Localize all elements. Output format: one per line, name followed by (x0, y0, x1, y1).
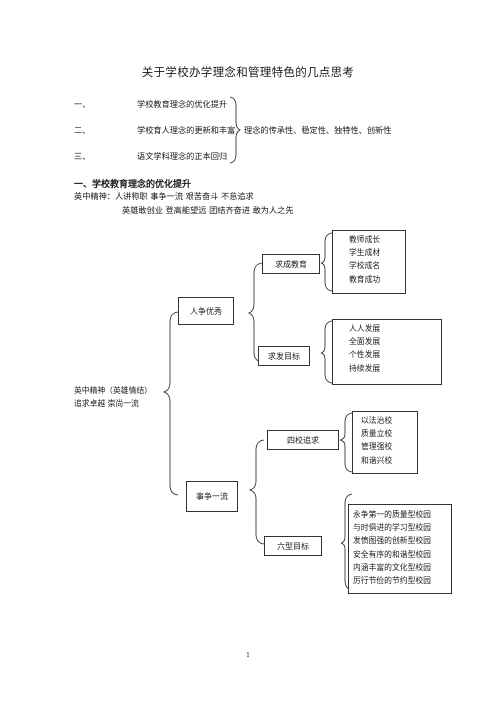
sub-box-liuxing: 六型目标 (264, 536, 322, 556)
page-number: 1 (246, 652, 250, 659)
list-item: 学生成材 (349, 248, 381, 258)
list-item: 永争第一的质量型校园 (353, 510, 431, 519)
list-box-liuxing: 永争第一的质量型校园 与时俱进的学习型校园 发愤图强的创新型校园 安全有序的和谐… (348, 504, 452, 594)
section-heading: 一、学校教育理念的优化提升 (74, 180, 192, 190)
sub-label-sixiao: 四校追求 (287, 435, 319, 445)
root-line-2: 追求卓越 崇尚一流 (74, 399, 139, 408)
list-item: 学校成名 (349, 261, 381, 271)
outline-num-1: 一、 (74, 99, 91, 109)
spirit-line-1: 英中精神：人讲称职 事争一流 艰苦奋斗 不怠追求 (74, 191, 254, 201)
sub-label-qiucheng: 求成教育 (275, 259, 307, 269)
list-item: 教育成功 (349, 274, 381, 284)
list-box-sixiao: 以法治校 质量立校 管理强校 和谐兴校 (352, 411, 418, 474)
list-box-qiufa: 人人发展 全面发展 个性发展 持续发展 (332, 319, 442, 385)
list-item: 安全有序的和谐型校园 (353, 549, 431, 559)
sub-box-qiufa: 求发目标 (258, 346, 310, 366)
branch-box-2: 事争一流 (186, 481, 238, 512)
list-item: 教师成长 (349, 235, 381, 244)
branch-box-1: 人争优秀 (178, 297, 234, 325)
list-item: 发愤图强的创新型校园 (353, 536, 431, 546)
brace-note: 理念的传承性、稳定性、独特性、创新性 (244, 125, 392, 135)
root-line-1: 英中精神（英雄情结） (74, 386, 152, 395)
list-item: 和谐兴校 (361, 455, 393, 465)
list-item: 持续发展 (349, 363, 381, 373)
list-item: 质量立校 (361, 429, 393, 439)
list-item: 以法治校 (361, 416, 393, 425)
outline-num-3: 三、 (74, 151, 91, 161)
outline-item-3: 语文学科理念的正本回归 (137, 151, 228, 161)
sub-box-qiucheng: 求成教育 (262, 254, 320, 274)
list-item: 与时俱进的学习型校园 (353, 523, 431, 533)
branch-label-1: 人争优秀 (190, 306, 222, 316)
list-item: 个性发展 (349, 350, 381, 360)
sub-box-sixiao: 四校追求 (267, 430, 339, 450)
list-item: 全面发展 (349, 337, 381, 347)
outline-item-1: 学校教育理念的优化提升 (137, 99, 228, 109)
list-item: 管理强校 (361, 442, 393, 452)
branch-label-2: 事争一流 (196, 492, 228, 501)
page-title: 关于学校办学理念和管理特色的几点思考 (141, 65, 355, 79)
sub-label-liuxing: 六型目标 (277, 541, 309, 551)
list-item: 内涵丰富的文化型校园 (353, 562, 431, 572)
list-item: 人人发展 (349, 324, 381, 333)
outline-num-2: 二、 (74, 125, 91, 135)
outline-item-2: 学校育人理念的更新和丰富 (137, 125, 236, 135)
spirit-line-2: 英雄敢创业 登高能望远 团结齐奋进 敢为人之先 (122, 205, 294, 215)
sub-label-qiufa: 求发目标 (268, 351, 300, 361)
list-box-qiucheng: 教师成长 学生成材 学校成名 教育成功 (332, 230, 406, 294)
list-item: 厉行节俭的节约型校园 (353, 576, 431, 586)
